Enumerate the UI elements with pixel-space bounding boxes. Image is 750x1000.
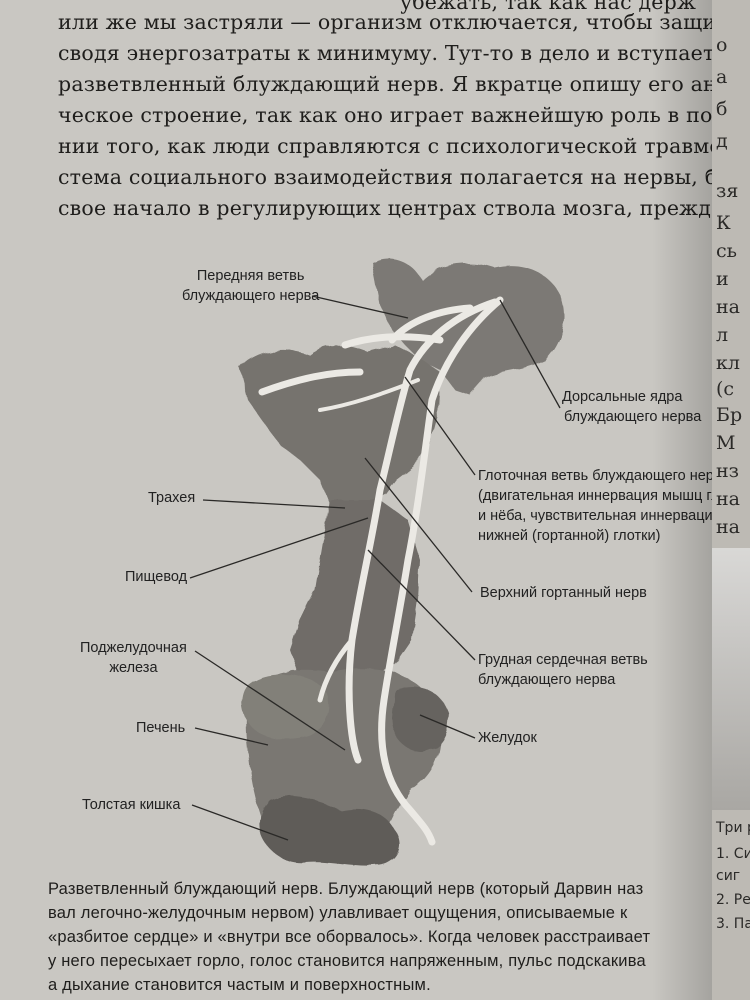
label-line: Поджелудочная: [80, 640, 187, 656]
leader-dorsal-nuclei: [499, 299, 561, 409]
leader-pharyngeal: [404, 376, 476, 476]
book-page-left: убежать, так как нас держ или же мы заст…: [0, 0, 712, 1000]
right-page-caption: сиг: [716, 868, 741, 884]
body-text-line: стема социального взаимодействия полагае…: [58, 165, 712, 189]
nerve-pharyngeal-branch: [258, 368, 364, 396]
label-line: блуждающего нерва: [478, 672, 616, 688]
nerve-trunk-main: [378, 296, 504, 846]
right-page-photo: [712, 548, 750, 810]
body-text-fragment: убежать, так как нас держ: [400, 0, 697, 14]
vagus-nerve-paths: [258, 296, 504, 846]
right-page-fragment: на: [716, 516, 740, 538]
body-text-line: разветвленный блуждающий нерв. Я вкратце…: [58, 72, 712, 96]
leader-trachea: [202, 499, 346, 509]
label-line: и нёба, чувствительная иннервация: [478, 508, 712, 524]
label-line: (двигательная иннервация мышц глотки: [478, 488, 712, 504]
book-page-right: о а б д зя К сь и на л кл (с Бр М нз на …: [712, 0, 750, 1000]
leader-cardiac: [367, 549, 476, 661]
label-line: блуждающего нерва: [182, 288, 320, 304]
body-text-line: нии того, как люди справляются с психоло…: [58, 134, 712, 158]
label-pharyngeal-branch: Глоточная ветвь блуждающего нерва (двига…: [478, 466, 712, 546]
liver-shape: [242, 674, 329, 739]
nerve-upper-loop: [388, 304, 474, 344]
label-liver: Печень: [136, 720, 186, 736]
leader-colon: [191, 804, 289, 841]
brainstem-region: [372, 258, 565, 395]
right-page-fragment: кл: [716, 352, 740, 374]
right-page-fragment: б: [716, 98, 728, 120]
label-line: Глоточная ветвь блуждающего нерва: [478, 468, 712, 484]
body-text-line: или же мы застряли — организм отключаетс…: [58, 10, 712, 34]
right-page-caption: 1. Си: [716, 846, 750, 862]
body-text-line: ческое строение, так как оно играет важн…: [58, 103, 712, 127]
label-line: Дорсальные ядра: [562, 389, 683, 405]
label-line: блуждающего нерва: [564, 409, 702, 425]
label-line: железа: [109, 660, 158, 676]
label-line: Передняя ветвь: [196, 268, 305, 284]
right-page-fragment: зя: [716, 180, 739, 202]
right-page-fragment: Бр: [716, 404, 743, 426]
label-esophagus: Пищевод: [125, 569, 188, 585]
right-page-fragment: и: [716, 268, 729, 290]
right-page-fragment: л: [716, 324, 729, 346]
leader-pancreas: [194, 650, 346, 751]
right-page-fragment: на: [716, 296, 740, 318]
label-trachea: Трахея: [148, 490, 196, 506]
right-page-fragment: (с: [716, 378, 735, 400]
right-page-fragment: М: [716, 432, 736, 454]
right-page-caption: Три р: [716, 820, 750, 836]
right-page-fragment: на: [716, 488, 740, 510]
label-cardiac-branch: Грудная сердечная ветвь блуждающего нерв…: [478, 650, 648, 690]
right-page-fragment: нз: [716, 460, 740, 482]
vagus-nerve-illustration: [189, 258, 565, 866]
body-text-line: свое начало в регулирующих центрах ствол…: [58, 196, 712, 220]
right-page-caption: 2. Реа: [716, 892, 750, 908]
right-page-fragment: сь: [716, 240, 737, 262]
figure-caption-line: вал легочно-желудочным нервом) улавливае…: [48, 904, 628, 922]
right-page-fragment: д: [716, 130, 728, 152]
leader-superior-laryngeal: [364, 457, 473, 593]
right-page-fragment: К: [716, 212, 731, 234]
figure-caption-line: а дыхание становится частым и поверхност…: [48, 976, 431, 994]
right-page-caption: 3. Пар: [716, 916, 750, 932]
label-colon: Толстая кишка: [82, 797, 181, 813]
label-pancreas: Поджелудочная железа: [80, 638, 187, 678]
nerve-trunk-secondary: [345, 298, 499, 764]
nerve-thin-branch: [318, 378, 420, 412]
label-superior-laryngeal: Верхний гортанный нерв: [480, 585, 647, 601]
figure-caption-line: у него пересыхает горло, голос становитс…: [48, 952, 646, 970]
nerve-lower-branch: [317, 637, 355, 703]
anatomy-silhouette: [240, 258, 565, 866]
leader-lines: [189, 295, 561, 841]
trachea-esophagus-region: [290, 500, 420, 690]
label-dorsal-nuclei: Дорсальные ядра блуждающего нерва: [562, 387, 701, 427]
right-page-fragment: о: [716, 34, 728, 56]
figure-caption-line: Разветвленный блуждающий нерв. Блуждающи…: [48, 880, 644, 898]
label-line: Грудная сердечная ветвь: [478, 652, 648, 668]
label-line: нижней (гортанной) глотки): [478, 528, 661, 544]
label-anterior-branch: Передняя ветвь блуждающего нерва: [182, 266, 319, 306]
colon-shape: [260, 795, 400, 866]
leader-anterior-branch: [311, 295, 409, 319]
leader-stomach: [419, 714, 476, 739]
leader-esophagus: [189, 517, 369, 579]
leader-liver: [194, 727, 269, 746]
right-page-fragment: а: [716, 66, 728, 88]
stomach-shape: [392, 686, 449, 752]
body-text-line: сводя энергозатраты к минимуму. Тут-то в…: [58, 41, 712, 65]
label-stomach: Желудок: [478, 730, 537, 746]
figure-caption-line: «разбитое сердце» и «внутри все оборвало…: [48, 928, 651, 946]
